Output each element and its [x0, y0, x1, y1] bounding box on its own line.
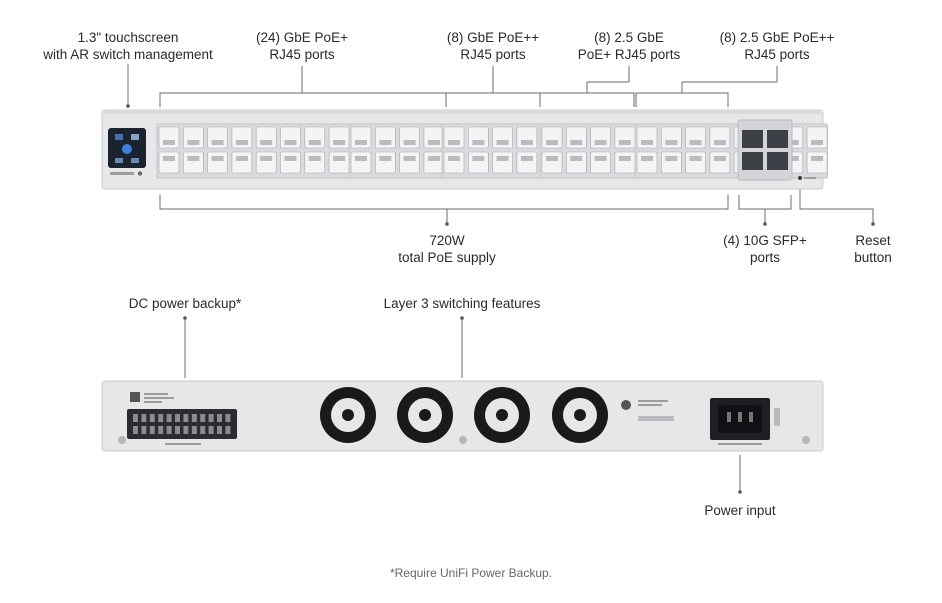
sfp-cage: [737, 119, 793, 181]
bracket-total-poe: [159, 195, 729, 210]
certification-marks: [638, 416, 674, 421]
dc-pin: [225, 426, 231, 434]
rj45-port[interactable]: [423, 151, 445, 174]
dc-pin: [183, 414, 189, 422]
dc-pin: [158, 426, 164, 434]
dc-pin: [141, 414, 147, 422]
cooling-fans: [320, 387, 608, 443]
bracket-2-5-poe-plusplus: [635, 92, 729, 107]
sfp-port-3: [742, 152, 763, 170]
label-power-input: Power input: [704, 503, 776, 518]
rj45-port[interactable]: [541, 151, 563, 174]
label-gbe-poe-plus: (24) GbE PoE+RJ45 ports: [256, 30, 348, 62]
sfp-port-1: [742, 130, 763, 148]
rj45-port[interactable]: [709, 151, 731, 174]
rj45-port[interactable]: [399, 151, 420, 174]
screw: [459, 436, 467, 444]
rj45-port[interactable]: [806, 151, 828, 174]
rj45-port[interactable]: [636, 151, 658, 174]
rj45-port[interactable]: [280, 151, 301, 174]
dc-pin: [175, 414, 180, 422]
reset-button[interactable]: [798, 176, 802, 180]
rj45-port[interactable]: [304, 151, 326, 174]
screw: [118, 436, 126, 444]
touchscreen-indicator-icon: [122, 144, 132, 154]
dc-pin: [208, 414, 214, 422]
dc-pin: [166, 414, 172, 422]
front-panel: [101, 109, 828, 190]
rj45-port[interactable]: [685, 151, 706, 174]
dc-pin: [200, 426, 206, 434]
rear-panel: [101, 380, 824, 452]
label-sfp-ports: (4) 10G SFP+ports: [723, 233, 807, 265]
rj45-port[interactable]: [565, 151, 587, 174]
bracket-gbe-poe-plusplus: [445, 92, 541, 107]
callout-lines: [127, 64, 874, 492]
rj45-port[interactable]: [374, 151, 396, 174]
rj45-port[interactable]: [255, 151, 277, 174]
callout-dots: [126, 104, 875, 494]
rj45-port[interactable]: [614, 151, 636, 174]
dc-pin: [133, 414, 138, 422]
u-logo-icon: [621, 400, 631, 410]
rj45-port-groups: [156, 123, 828, 179]
rj45-port[interactable]: [516, 151, 538, 174]
rj45-port[interactable]: [350, 151, 372, 174]
bracket-gbe-poe-plus: [159, 92, 447, 107]
rj45-port[interactable]: [660, 151, 682, 174]
dc-pin: [175, 426, 180, 434]
dc-pin: [133, 426, 138, 434]
model-label: [110, 172, 134, 175]
label-2-5gbe-poe-plusplus: (8) 2.5 GbE PoE++RJ45 ports: [719, 30, 835, 62]
callout-reset: [799, 182, 874, 224]
rj45-port[interactable]: [590, 151, 611, 174]
label-gbe-poe-plusplus: (8) GbE PoE++RJ45 ports: [446, 30, 540, 62]
dc-pin: [149, 414, 155, 422]
rj45-port[interactable]: [158, 151, 180, 174]
qr-code-icon: [130, 392, 140, 402]
dc-pin: [191, 426, 197, 434]
footnote: *Require UniFi Power Backup.: [389, 566, 553, 580]
dc-backup-connector[interactable]: [127, 409, 237, 439]
rj45-port[interactable]: [231, 151, 253, 174]
dc-pin: [149, 426, 155, 434]
rj45-port[interactable]: [443, 151, 465, 174]
bracket-2-5-poe-plus: [539, 92, 635, 107]
power-clip: [774, 408, 780, 426]
dc-pin: [141, 426, 147, 434]
rj45-port[interactable]: [183, 151, 204, 174]
screw: [802, 436, 810, 444]
dc-pin: [217, 414, 222, 422]
touchscreen[interactable]: [108, 128, 146, 168]
power-inlet[interactable]: [710, 398, 770, 440]
dc-pin: [208, 426, 214, 434]
dc-pin: [225, 414, 231, 422]
rj45-port[interactable]: [492, 151, 513, 174]
rj45-port[interactable]: [328, 151, 350, 174]
rj45-port[interactable]: [467, 151, 489, 174]
dc-pin: [200, 414, 206, 422]
u-logo-icon: [137, 171, 143, 176]
dc-pin: [191, 414, 197, 422]
sfp-port-4: [767, 152, 788, 170]
sfp-port-2: [767, 130, 788, 148]
rj45-port[interactable]: [207, 151, 228, 174]
label-layer3: Layer 3 switching features: [383, 296, 541, 311]
dc-pin: [158, 414, 164, 422]
label-dc-backup: DC power backup*: [128, 296, 242, 311]
dc-pin: [183, 426, 189, 434]
dc-pin: [217, 426, 222, 434]
dc-pin: [166, 426, 172, 434]
bracket-sfp: [738, 195, 792, 210]
